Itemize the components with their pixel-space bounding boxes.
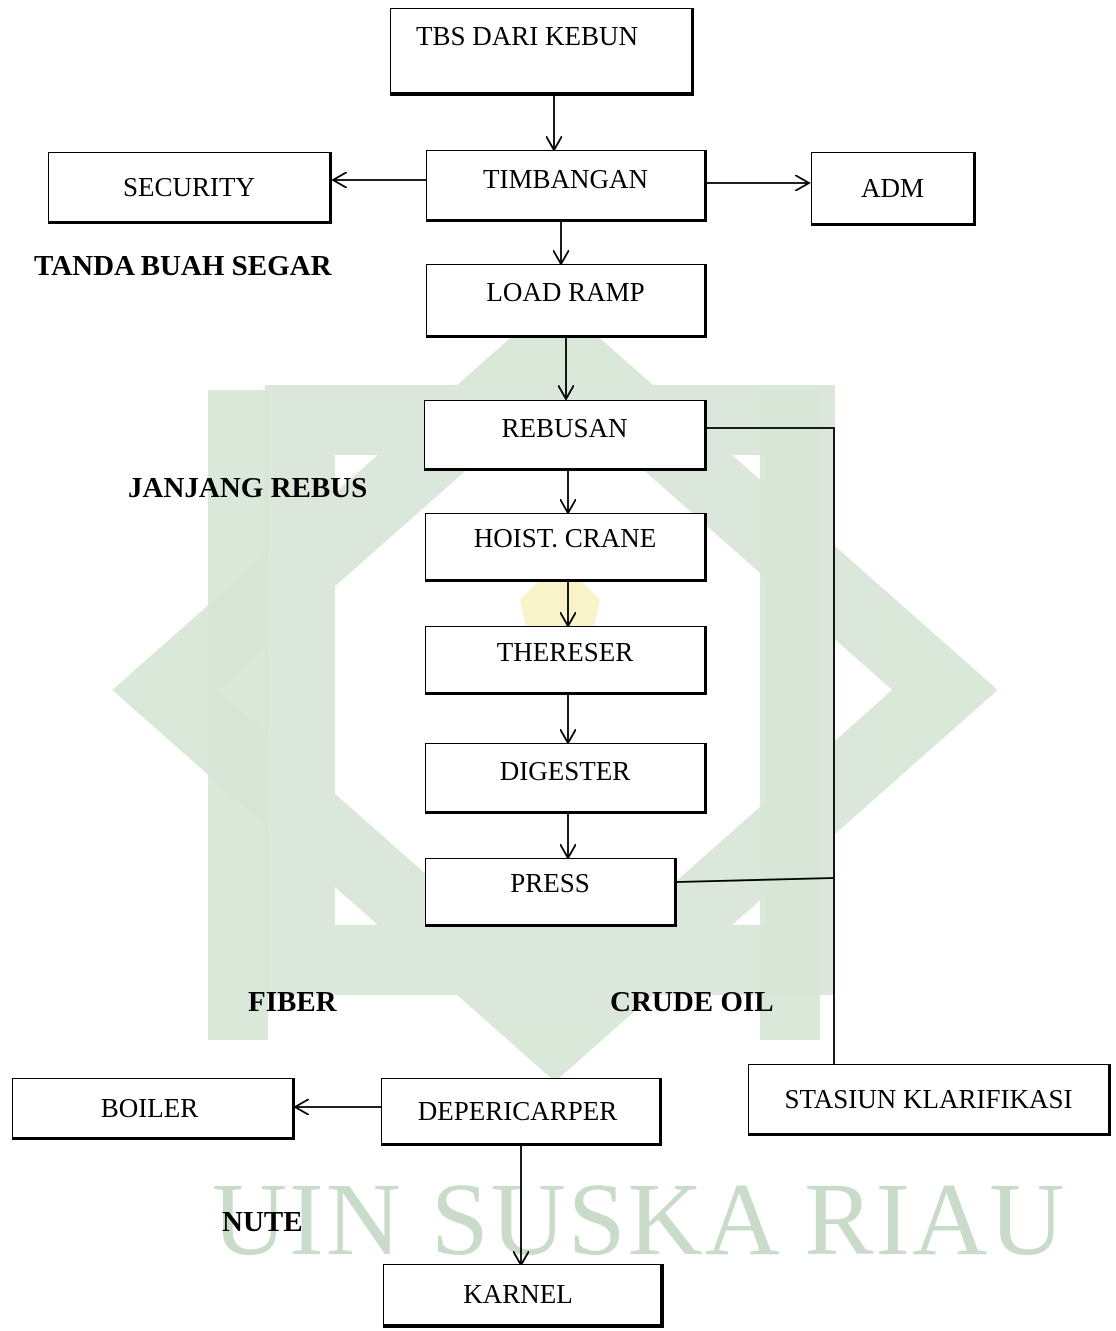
node-stasiun-klarifikasi: STASIUN KLARIFIKASI [748, 1064, 1111, 1136]
node-label: TIMBANGAN [483, 163, 648, 194]
node-press: PRESS [425, 858, 677, 927]
node-hoist-crane: HOIST. CRANE [425, 513, 707, 582]
node-boiler: BOILER [12, 1078, 295, 1140]
node-depericarper: DEPERICARPER [381, 1078, 662, 1146]
node-label: DEPERICARPER [417, 1095, 618, 1126]
node-security: SECURITY [48, 152, 332, 224]
watermark-text: UIN SUSKA RIAU [212, 1162, 1067, 1277]
label-janjang-rebus: JANJANG REBUS [128, 472, 368, 504]
label-crude-oil: CRUDE OIL [610, 986, 774, 1018]
node-rebusan: REBUSAN [424, 400, 707, 471]
line-press-side [676, 877, 835, 883]
node-tbs-dari-kebun: TBS DARI KEBUN [390, 8, 694, 96]
node-label: ADM [860, 172, 924, 203]
node-thereser: THERESER [425, 626, 707, 695]
node-load-ramp: LOAD RAMP [426, 264, 707, 338]
node-label: KARNEL [463, 1279, 573, 1309]
label-nute: NUTE [222, 1206, 303, 1238]
node-label: THERESER [496, 637, 634, 667]
node-digester: DIGESTER [425, 743, 707, 814]
label-fiber: FIBER [248, 986, 337, 1018]
node-label: SECURITY [122, 171, 255, 202]
node-label: BOILER [100, 1092, 199, 1123]
label-tanda-buah-segar: TANDA BUAH SEGAR [34, 250, 332, 282]
node-label: REBUSAN [501, 413, 628, 443]
node-timbangan: TIMBANGAN [426, 150, 707, 222]
node-label: HOIST. CRANE [473, 523, 657, 553]
node-label: LOAD RAMP [486, 276, 645, 307]
node-label: PRESS [510, 868, 590, 898]
node-label: TBS DARI KEBUN [415, 21, 638, 51]
node-karnel: KARNEL [383, 1264, 664, 1328]
node-label: STASIUN KLARIFIKASI [784, 1083, 1073, 1114]
node-adm: ADM [811, 152, 976, 226]
node-label: DIGESTER [499, 756, 631, 786]
line-rebusan-stasiun [707, 427, 835, 1064]
